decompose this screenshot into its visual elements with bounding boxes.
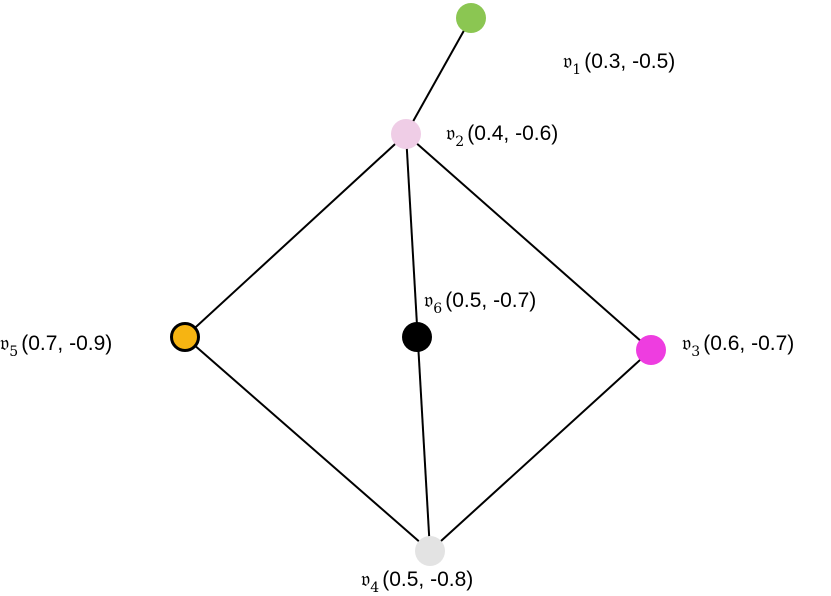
node-index: 5 xyxy=(9,344,18,360)
node-glyph: 𝔳 xyxy=(682,331,691,355)
node-glyph: 𝔳 xyxy=(361,567,370,591)
node-coords: (0.6, -0.7) xyxy=(703,332,794,355)
node-v2 xyxy=(391,119,421,149)
node-coords: (0.7, -0.9) xyxy=(21,332,112,355)
node-glyph: 𝔳 xyxy=(0,331,9,355)
node-index: 3 xyxy=(691,344,700,360)
edge-v5-v4 xyxy=(184,336,431,552)
node-label-v4: 𝔳4(0.5, -0.8) xyxy=(361,567,473,596)
node-v4 xyxy=(415,536,445,566)
node-index: 4 xyxy=(370,580,379,596)
node-v1 xyxy=(456,3,486,33)
labels-layer: 𝔳1(0.3, -0.5)𝔳2(0.4, -0.6)𝔳3(0.6, -0.7)𝔳… xyxy=(0,49,794,596)
node-coords: (0.5, -0.8) xyxy=(382,568,473,591)
nodes-layer xyxy=(170,3,666,566)
node-index: 2 xyxy=(455,134,464,150)
node-v3 xyxy=(636,335,666,365)
node-label-v3: 𝔳3(0.6, -0.7) xyxy=(682,331,794,360)
node-label-v5: 𝔳5(0.7, -0.9) xyxy=(0,331,112,360)
node-glyph: 𝔳 xyxy=(446,121,455,145)
node-glyph: 𝔳 xyxy=(424,288,433,312)
node-coords: (0.3, -0.5) xyxy=(584,50,675,73)
edge-v3-v4 xyxy=(429,349,652,552)
node-label-v1: 𝔳1(0.3, -0.5) xyxy=(563,49,675,78)
node-index: 1 xyxy=(572,62,581,78)
node-label-v2: 𝔳2(0.4, -0.6) xyxy=(446,121,558,150)
node-v6 xyxy=(402,322,432,352)
node-coords: (0.4, -0.6) xyxy=(467,122,558,145)
node-index: 6 xyxy=(433,301,442,317)
edge-v2-v3 xyxy=(405,133,652,351)
node-glyph: 𝔳 xyxy=(563,49,572,73)
node-v5 xyxy=(170,322,200,352)
edges-layer xyxy=(184,17,652,552)
node-label-v6: 𝔳6(0.5, -0.7) xyxy=(424,288,536,317)
edge-v2-v5 xyxy=(184,133,407,338)
edge-v1-v2 xyxy=(405,17,472,135)
node-coords: (0.5, -0.7) xyxy=(445,289,536,312)
